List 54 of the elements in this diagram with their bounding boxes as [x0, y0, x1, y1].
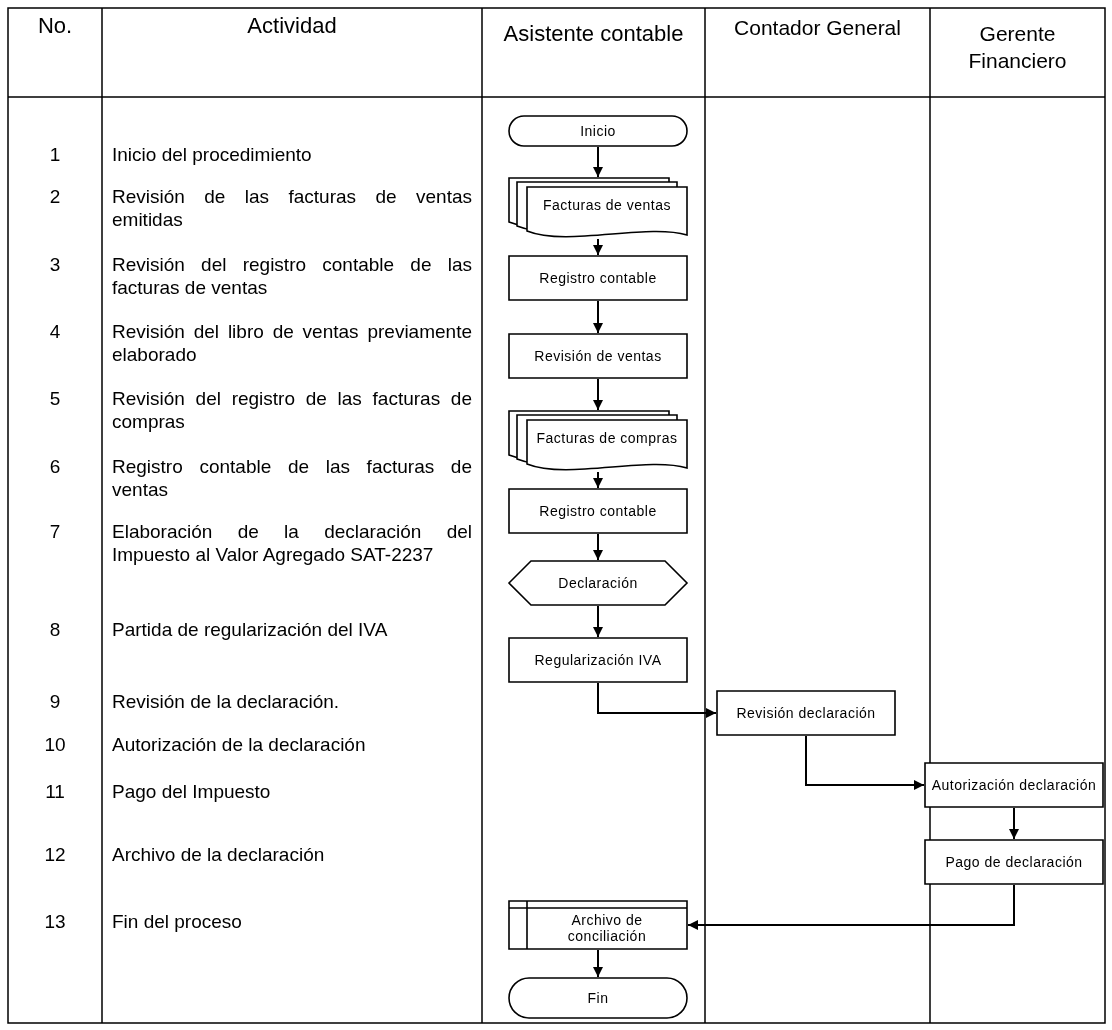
step-number: 1	[48, 143, 62, 166]
step-number: 13	[43, 910, 67, 933]
arrow	[593, 238, 603, 256]
process-box: Pago de declaración	[924, 839, 1104, 885]
terminator-shape: Fin	[508, 977, 688, 1019]
predefined-process-box: Archivo de conciliación	[508, 900, 688, 950]
arrow	[593, 949, 603, 978]
process-box: Regularización IVA	[508, 637, 688, 683]
activity-text: Revisión del libro de ventas previamente elaborado	[112, 320, 472, 366]
column-header: Asistente contable	[502, 20, 685, 47]
process-box: Registro contable	[508, 488, 688, 534]
arrow	[593, 378, 603, 411]
activity-text: Registro contable de las facturas de ventas	[112, 455, 472, 501]
step-number: 4	[48, 320, 62, 343]
step-number: 12	[43, 843, 67, 866]
step-number: 8	[48, 618, 62, 641]
arrow	[593, 146, 603, 178]
arrow	[593, 471, 603, 489]
arrow	[593, 300, 603, 334]
column-header: Contador General	[733, 15, 902, 41]
activity-text: Revisión del registro contable de las facturas de ventas	[112, 253, 472, 299]
process-box: Revisión de ventas	[508, 333, 688, 379]
arrow	[1009, 807, 1019, 840]
activity-text: Revisión de las facturas de ventas emitidas	[112, 185, 472, 231]
terminator-shape: Inicio	[508, 115, 688, 147]
activity-text: Fin del proceso	[112, 910, 243, 933]
activity-text: Partida de regularización del IVA	[112, 618, 389, 641]
preparation-hexagon: Declaración	[508, 560, 688, 606]
step-number: 3	[48, 253, 62, 276]
activity-text: Autorización de la declaración	[112, 733, 367, 756]
arrow	[593, 533, 603, 561]
activity-text: Revisión de la declaración.	[112, 690, 341, 713]
step-number: 9	[48, 690, 62, 713]
step-number: 6	[48, 455, 62, 478]
step-number: 5	[48, 387, 62, 410]
step-number: 2	[48, 185, 62, 208]
process-box: Revisión declaración	[716, 690, 896, 736]
arrow	[687, 884, 1015, 930]
activity-text: Elaboración de la declaración del Impuesto al Valor Agregado SAT-2237	[112, 520, 472, 566]
arrow	[597, 682, 717, 718]
arrow	[593, 605, 603, 638]
step-number: 7	[48, 520, 62, 543]
step-number: 10	[43, 733, 67, 756]
step-number: 11	[44, 780, 66, 803]
column-header: No.	[36, 12, 74, 39]
arrow	[805, 735, 925, 790]
column-header: Actividad	[246, 12, 338, 39]
activity-text: Revisión del registro de las facturas de compras	[112, 387, 472, 433]
column-header: Gerente Financiero	[967, 21, 1068, 74]
activity-text: Archivo de la declaración	[112, 843, 326, 866]
activity-text: Inicio del procedimiento	[112, 143, 313, 166]
process-box: Autorización declaración	[924, 762, 1104, 808]
process-box: Registro contable	[508, 255, 688, 301]
activity-text: Pago del Impuesto	[112, 780, 272, 803]
